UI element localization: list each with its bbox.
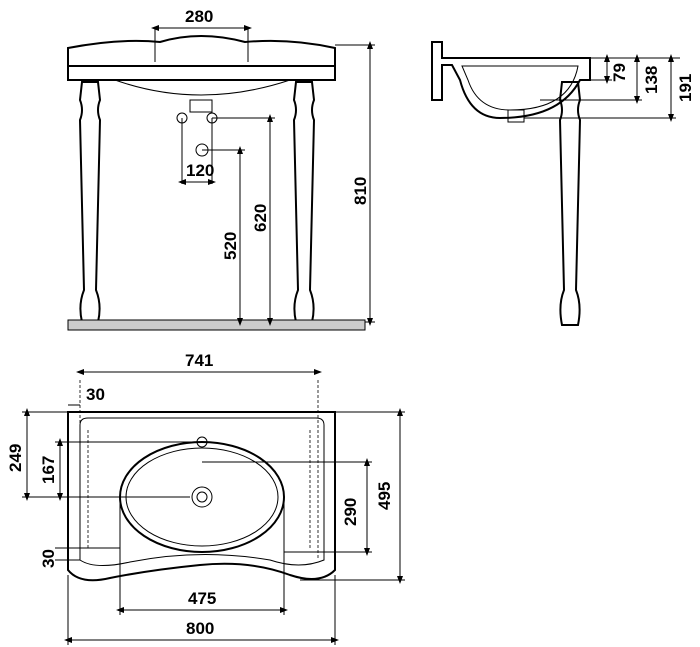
dim-30-top: 30 [86, 385, 105, 404]
dim-475: 475 [188, 589, 216, 608]
dim-79: 79 [610, 63, 629, 82]
dim-800: 800 [186, 619, 214, 638]
front-view: 280 120 520 620 810 [67, 7, 375, 331]
dim-30-bottom: 30 [39, 549, 58, 568]
leg-right [292, 81, 316, 323]
dim-120: 120 [186, 161, 214, 180]
dim-167: 167 [39, 456, 58, 484]
side-view: 79 138 191 [431, 41, 695, 326]
dim-290: 290 [341, 498, 360, 526]
dim-191: 191 [676, 74, 695, 102]
dim-620: 620 [251, 204, 270, 232]
dim-520: 520 [221, 232, 240, 260]
dim-810: 810 [351, 177, 370, 205]
floor [67, 319, 366, 331]
leg-left [78, 81, 102, 323]
top-view: 741 30 249 167 290 495 30 475 800 [6, 351, 405, 645]
dim-280: 280 [185, 7, 213, 26]
dim-138: 138 [642, 66, 661, 94]
dim-741: 741 [185, 351, 213, 370]
dim-249: 249 [6, 444, 25, 472]
dim-495: 495 [375, 482, 394, 510]
